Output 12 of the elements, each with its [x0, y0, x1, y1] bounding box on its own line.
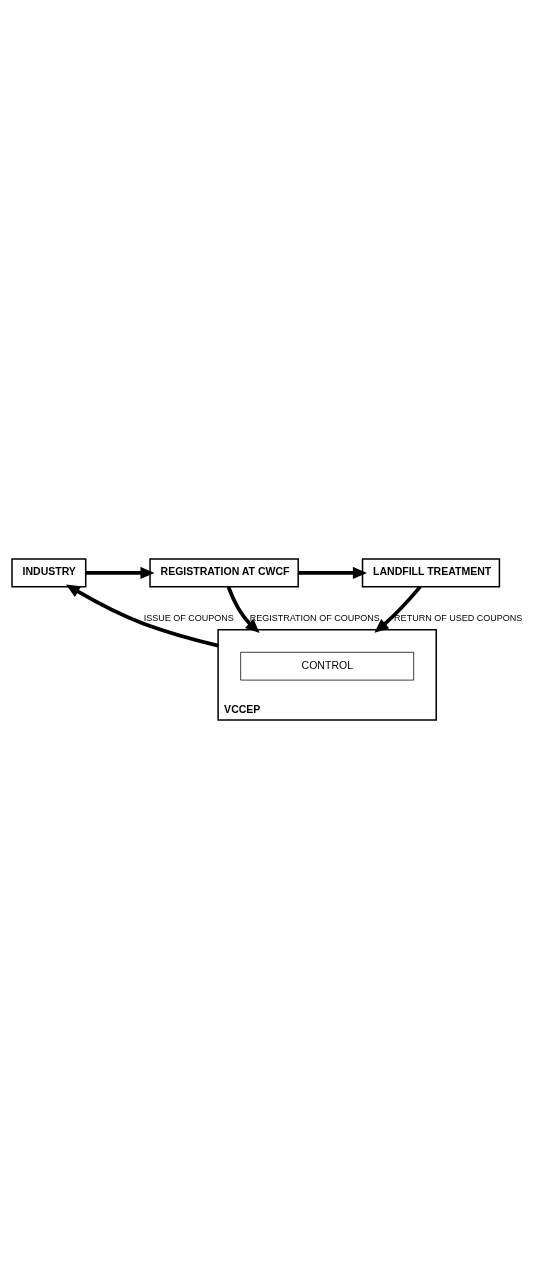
node-box: LANDFILL TREATMENT	[361, 558, 501, 588]
edge-label: ISSUE OF COUPONS	[143, 613, 234, 624]
node-box: CONTROL	[240, 651, 415, 681]
arrow	[226, 586, 260, 633]
arrow	[85, 566, 155, 580]
arrow	[65, 584, 219, 648]
edge-label: REGISTRATION OF COUPONS	[249, 613, 380, 624]
node-box: REGISTRATION AT CWCF	[149, 558, 299, 588]
edge-label: RETURN OF USED COUPONS	[394, 613, 523, 624]
arrow	[298, 566, 367, 580]
arrow	[374, 585, 422, 633]
node-box: INDUSTRY	[11, 558, 87, 588]
